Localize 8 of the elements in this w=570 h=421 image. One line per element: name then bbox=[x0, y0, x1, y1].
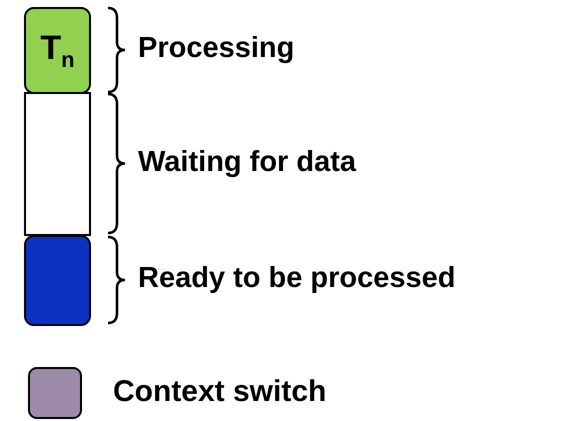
processing-label: Processing bbox=[138, 32, 294, 65]
thread-label: T$_{n}$ bbox=[40, 28, 75, 72]
waiting-label: Waiting for data bbox=[138, 146, 356, 178]
legend-label: Context switch bbox=[113, 375, 326, 409]
ready-label: Ready to be processed bbox=[138, 262, 456, 295]
waiting-slot bbox=[24, 92, 91, 236]
ready-slot bbox=[24, 235, 91, 326]
processing-slot bbox=[24, 7, 91, 94]
